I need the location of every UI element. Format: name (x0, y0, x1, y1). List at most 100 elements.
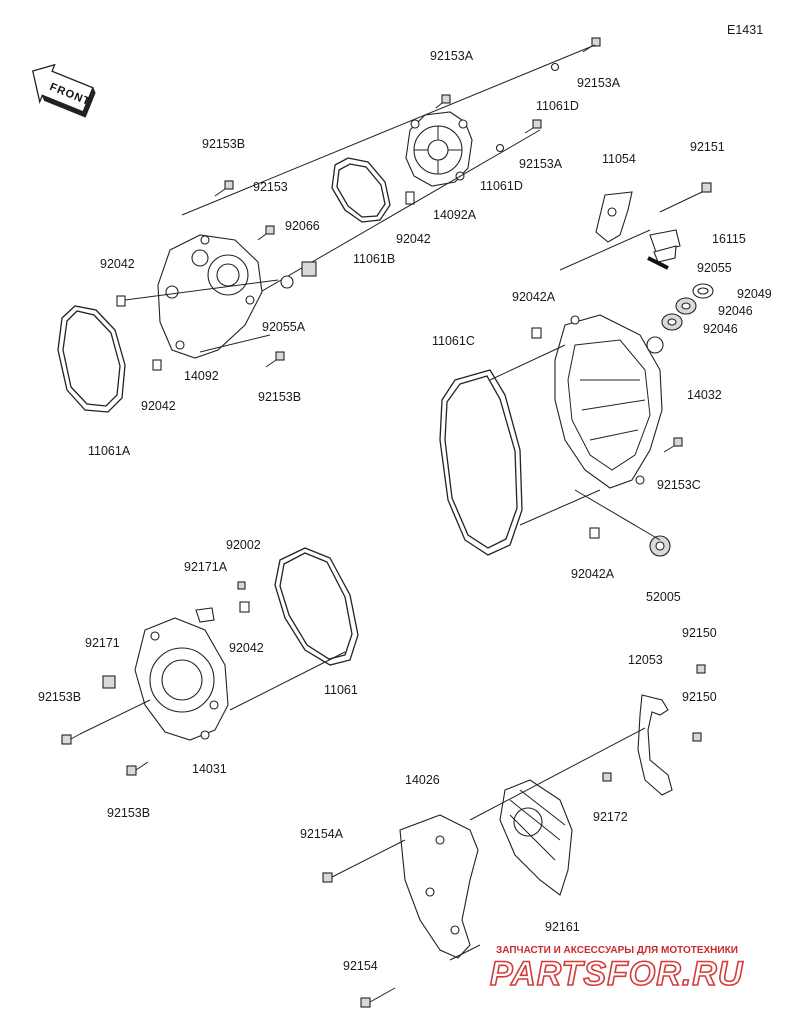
bolt-92154a (322, 839, 406, 883)
bolt-92172 (602, 772, 612, 782)
label-92055a: 92055A (262, 320, 306, 334)
bracket-12053 (637, 694, 673, 796)
label-14092: 14092 (184, 369, 219, 383)
guide-line (559, 229, 651, 271)
front-arrow-icon: FRONT (31, 63, 96, 118)
gasket-11061 (274, 547, 359, 666)
label-11061c: 11061C (432, 334, 475, 348)
dowel-92042-a (405, 191, 415, 205)
guide-line (574, 489, 661, 541)
bolt-92153b-left (61, 733, 81, 745)
label-92049: 92049 (737, 287, 772, 301)
label-92066: 92066 (285, 219, 320, 233)
label-92002: 92002 (226, 538, 261, 552)
label-11061a: 11061A (88, 444, 131, 458)
label-92046: 92046 (703, 322, 738, 336)
guide-line (199, 334, 271, 353)
plug-92066 (301, 261, 317, 277)
label-52005: 52005 (646, 590, 681, 604)
bolt-92153b-bot (126, 761, 149, 776)
label-92153b: 92153B (107, 806, 150, 820)
bolt-92150-bot (692, 732, 702, 742)
label-92153a: 92153A (519, 157, 563, 171)
bolt-92153a-right (582, 37, 601, 53)
watermark-tagline: ЗАПЧАСТИ И АКСЕССУАРЫ ДЛЯ МОТОТЕХНИКИ (496, 945, 738, 956)
guard-14026 (399, 814, 479, 959)
label-92042a: 92042A (512, 290, 556, 304)
guide-line (79, 699, 151, 735)
cover-92161 (499, 779, 573, 896)
guide-line (124, 279, 279, 301)
label-92042: 92042 (396, 232, 431, 246)
oring-92055 (647, 256, 669, 270)
guide-line (519, 489, 601, 526)
label-92171a: 92171A (184, 560, 228, 574)
dowel-92042-left (116, 295, 126, 307)
label-92172: 92172 (593, 810, 628, 824)
watermark-brand: PARTSFOR.RU (490, 955, 744, 993)
label-92161: 92161 (545, 920, 580, 934)
clip-92171a (195, 607, 215, 623)
guide-line (229, 651, 346, 711)
label-92151: 92151 (690, 140, 725, 154)
bolt-92150-top (696, 664, 706, 674)
cover-14032 (554, 314, 664, 489)
label-14092a: 14092A (433, 208, 477, 222)
dowel-92042a-top (531, 327, 542, 339)
label-92153c: 92153C (657, 478, 701, 492)
label-11061: 11061 (324, 683, 358, 697)
bolt-92153b-top (214, 180, 234, 197)
label-16115: 16115 (712, 232, 746, 246)
clip-92171 (102, 675, 116, 689)
diagram-code: E1431 (727, 23, 763, 37)
oring-92055a (280, 275, 294, 289)
gasket-11061a (57, 305, 126, 413)
gasket-11061c (439, 369, 523, 556)
label-92150: 92150 (682, 690, 717, 704)
gasket-11061b (331, 157, 391, 223)
label-92046: 92046 (718, 304, 753, 318)
label-11061b: 11061B (353, 252, 395, 266)
guide-line (469, 727, 646, 821)
label-11061d: 11061D (480, 179, 523, 193)
cover-14031 (134, 617, 229, 741)
bearing-92046-a (675, 297, 697, 315)
dowel-92042a-bot (589, 527, 600, 539)
cover-14092 (157, 234, 263, 359)
bracket-11054 (595, 191, 633, 243)
bolt-92153a-top (435, 94, 451, 109)
label-12053: 12053 (628, 653, 663, 667)
label-14026: 14026 (405, 773, 440, 787)
label-92150: 92150 (682, 626, 717, 640)
guide-line (449, 944, 481, 961)
bolt-92153 (257, 225, 275, 241)
cover-14092a (405, 111, 473, 187)
label-92154: 92154 (343, 959, 378, 973)
label-92042: 92042 (141, 399, 176, 413)
label-92153b: 92153B (202, 137, 245, 151)
label-14032: 14032 (687, 388, 722, 402)
label-92171: 92171 (85, 636, 120, 650)
washer-11061d-top (550, 62, 560, 72)
guide-line (181, 44, 596, 216)
label-92055: 92055 (697, 261, 732, 275)
label-92153b: 92153B (38, 690, 81, 704)
cap-16115 (649, 229, 681, 263)
plug-52005 (649, 535, 671, 557)
bolt-92002 (237, 581, 246, 590)
label-92042a: 92042A (571, 567, 615, 581)
seal-92049 (692, 283, 714, 299)
guide-line (249, 129, 541, 299)
dowel-92042-c (239, 601, 250, 613)
dowel-92042-b (152, 359, 162, 371)
label-11054: 11054 (602, 152, 636, 166)
bolt-92153b-mid (265, 351, 285, 368)
guide-line (489, 344, 566, 381)
bearing-92046-b (661, 313, 683, 331)
label-14031: 14031 (192, 762, 227, 776)
label-92042: 92042 (100, 257, 135, 271)
label-92153a: 92153A (430, 49, 474, 63)
washer-11061d-mid (495, 143, 505, 153)
label-92042: 92042 (229, 641, 264, 655)
